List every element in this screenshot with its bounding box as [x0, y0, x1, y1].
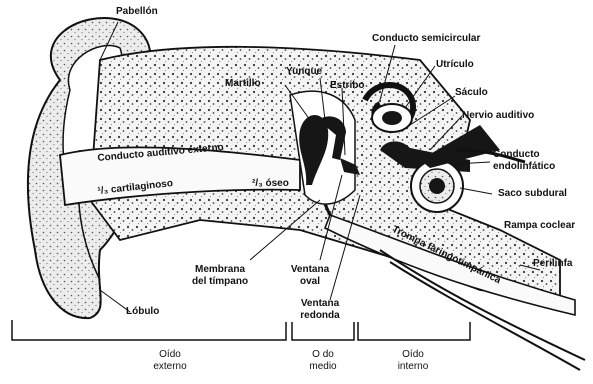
label-ventana-oval-line1: Ventana — [280, 264, 340, 275]
label-oseo: ²/₃ óseo — [252, 178, 289, 189]
label-nervio-auditivo: Nervio auditivo — [462, 110, 534, 121]
label-oido-medio-line2: medio — [293, 361, 353, 372]
label-utriculo: Utrículo — [436, 59, 474, 70]
label-oido-interno-line1: Oído — [383, 349, 443, 360]
label-ventana-redonda-line2: redonda — [290, 310, 350, 321]
label-saco-subdural: Saco subdural — [498, 188, 567, 199]
label-yunque: Yunque — [286, 66, 322, 77]
region-brackets — [12, 320, 470, 340]
label-estribo: Estribo — [330, 80, 364, 91]
label-ventana-redonda-line1: Ventana — [290, 298, 350, 309]
label-oido-externo-line1: Oído — [140, 349, 200, 360]
label-pabellon: Pabellón — [116, 6, 158, 17]
label-conducto-endolinfatico-line2: endolinfático — [493, 161, 555, 172]
label-saculo: Sáculo — [455, 87, 488, 98]
label-conducto-endolinfatico-line1: Conducto — [493, 149, 540, 160]
label-membrana-line2: del tímpano — [180, 276, 260, 287]
label-oido-medio-line1: O do — [293, 349, 353, 360]
label-conducto-semicircular: Conducto semicircular — [372, 33, 480, 44]
label-martillo: Martillo — [225, 78, 261, 89]
label-oido-externo-line2: externo — [140, 361, 200, 372]
label-membrana-line1: Membrana — [180, 264, 260, 275]
label-lobulo: Lóbulo — [126, 306, 159, 317]
label-oido-interno-line2: interno — [383, 361, 443, 372]
label-rampa-coclear: Rampa coclear — [504, 220, 575, 231]
label-perilinfa: Perilinfa — [533, 258, 572, 269]
label-ventana-oval-line2: oval — [280, 276, 340, 287]
